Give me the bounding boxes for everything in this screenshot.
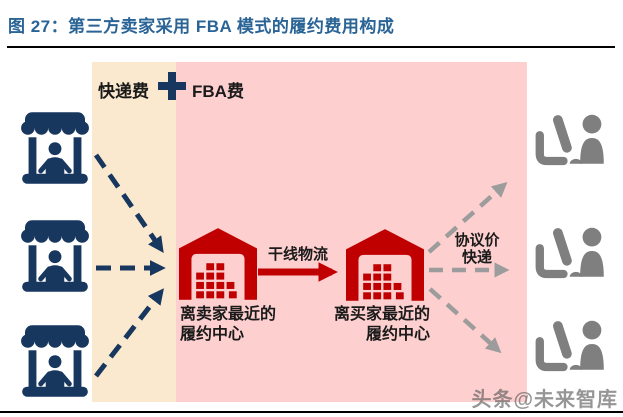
negotiated-express-label: 协议价 快递 — [445, 232, 509, 266]
buyer-fc-label: 离买家最近的 履约中心 — [326, 305, 430, 345]
bottom-rule — [0, 411, 623, 413]
seller-store-icon — [19, 321, 91, 401]
negotiated-express-line1: 协议价 — [454, 232, 500, 249]
trunk-logistics-label: 干线物流 — [267, 246, 328, 263]
buyer-fc-label-line2: 履约中心 — [365, 326, 430, 343]
buyer-computer-icon — [530, 319, 608, 383]
negotiated-express-line2: 快递 — [461, 249, 492, 266]
seller-store-icon — [19, 216, 91, 296]
buyer-fc-label-line1: 离买家最近的 — [333, 306, 430, 323]
buyer-computer-icon — [530, 113, 608, 177]
seller-store-icon — [19, 108, 91, 188]
seller-fc-label-line1: 离卖家最近的 — [180, 306, 277, 323]
seller-fc-label: 离卖家最近的 履约中心 — [180, 305, 276, 345]
buyer-computer-icon — [530, 226, 608, 290]
plus-icon — [158, 72, 186, 100]
buyer-fulfillment-center-icon — [346, 229, 424, 301]
seller-fulfillment-center-icon — [179, 228, 257, 300]
watermark: 头条@未来智库 — [471, 389, 618, 411]
fba-fee-label: FBA费 — [192, 82, 244, 101]
express-fee-label: 快递费 — [98, 82, 149, 101]
figure-title: 图 27：第三方卖家采用 FBA 模式的履约费用构成 — [8, 17, 395, 36]
express-fee-band — [92, 62, 176, 402]
title-underline — [7, 46, 615, 48]
seller-fc-label-line2: 履约中心 — [180, 326, 245, 343]
